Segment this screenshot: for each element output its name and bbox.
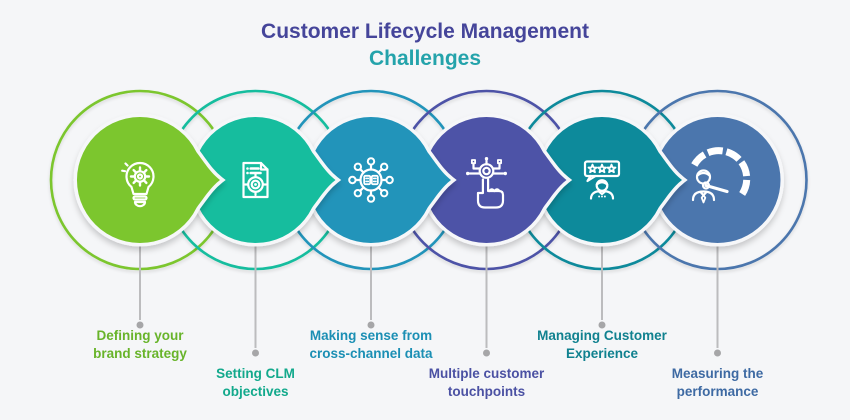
label-line: Measuring the bbox=[671, 366, 764, 381]
label-line: brand strategy bbox=[93, 346, 187, 361]
label-line: performance bbox=[676, 384, 759, 399]
step-label-measuring-performance: Measuring the performance bbox=[633, 365, 803, 401]
connector-dot-1 bbox=[136, 321, 144, 329]
customer-review-icon bbox=[583, 160, 621, 200]
label-line: cross-channel data bbox=[309, 346, 433, 361]
title-line-1: Customer Lifecycle Management bbox=[261, 20, 589, 43]
label-line: Setting CLM bbox=[216, 366, 295, 381]
connector-dot-4 bbox=[483, 349, 490, 357]
label-line: Experience bbox=[565, 346, 639, 361]
title-line-2: Challenges bbox=[368, 47, 482, 70]
step-label-setting-clm-objectives: Setting CLM objectives bbox=[171, 365, 341, 401]
lightbulb-gear-icon bbox=[121, 161, 155, 208]
network-data-icon bbox=[348, 157, 394, 203]
label-line: Defining your bbox=[96, 328, 184, 343]
connector-dot-5 bbox=[598, 321, 606, 329]
step-label-defining-brand-strategy: Defining your brand strategy bbox=[55, 327, 225, 363]
connector-dot-3 bbox=[367, 321, 375, 329]
page-title: Customer Lifecycle Management Challenges bbox=[0, 18, 850, 72]
step-shapes bbox=[73, 113, 784, 247]
document-target-icon bbox=[242, 161, 269, 199]
connector-dot-6 bbox=[714, 349, 721, 357]
performance-gauge-icon bbox=[691, 147, 751, 204]
label-line: Making sense from bbox=[309, 328, 433, 343]
connector-dot-2 bbox=[252, 349, 259, 357]
label-line: Managing Customer bbox=[537, 328, 667, 343]
connectors bbox=[136, 244, 721, 357]
label-line: touchpoints bbox=[447, 384, 526, 399]
step-label-managing-experience: Managing Customer Experience bbox=[517, 327, 687, 363]
touch-circuit-icon bbox=[466, 157, 507, 209]
label-line: Multiple customer bbox=[428, 366, 545, 381]
step-shape-1 bbox=[73, 113, 226, 247]
step-shape-6 bbox=[651, 113, 784, 247]
step-label-multiple-touchpoints: Multiple customer touchpoints bbox=[402, 365, 572, 401]
step-label-cross-channel-data: Making sense from cross-channel data bbox=[286, 327, 456, 363]
label-line: objectives bbox=[222, 384, 289, 399]
